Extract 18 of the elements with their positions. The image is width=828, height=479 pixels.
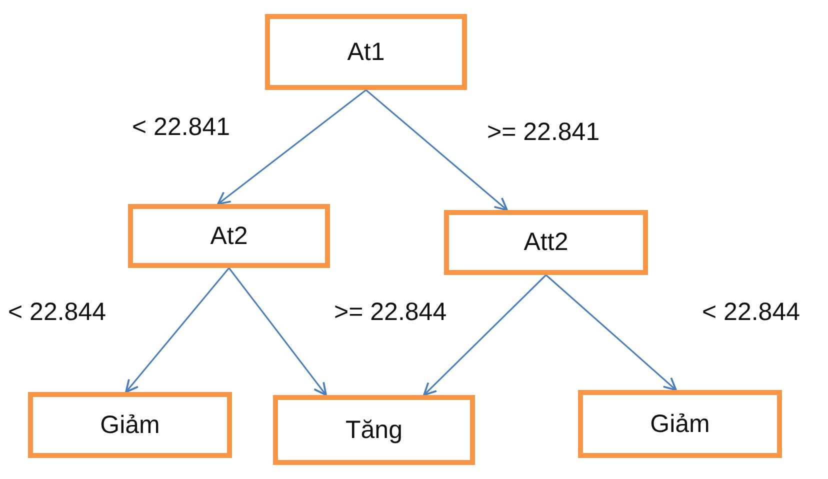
tree-node-box — [28, 392, 232, 458]
node-label: Giảm — [650, 410, 710, 438]
tree-node-box — [128, 204, 330, 268]
arrow — [217, 89, 366, 205]
node-label: Giảm — [100, 410, 160, 440]
tree-node-box — [273, 395, 475, 465]
tree-node-box — [578, 390, 782, 458]
node-label: At1 — [347, 38, 385, 66]
arrow — [365, 89, 508, 211]
node-label: At2 — [210, 222, 248, 250]
arrow — [423, 274, 547, 396]
arrow — [228, 268, 327, 396]
tree-node-box — [444, 210, 648, 275]
node-label: Att2 — [524, 228, 568, 257]
arrow — [545, 274, 677, 391]
arrow — [125, 267, 230, 393]
node-label: Tăng — [346, 416, 402, 444]
tree-node-box — [265, 14, 467, 90]
